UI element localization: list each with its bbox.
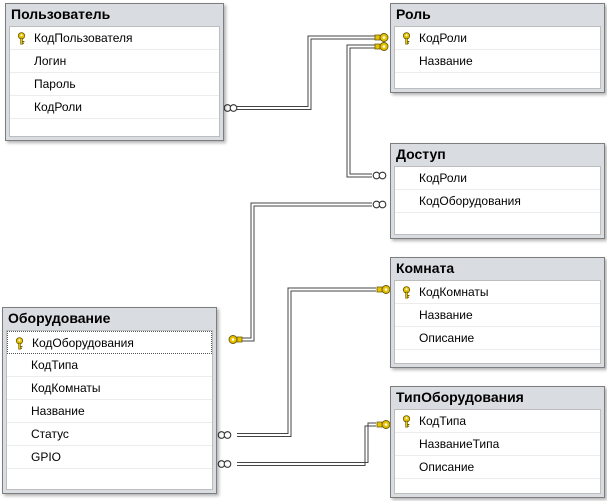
table-title[interactable]: Пользователь <box>11 6 111 22</box>
rel-role-access[interactable] <box>346 44 386 178</box>
key-end-icon <box>376 285 391 294</box>
table-title[interactable]: Роль <box>396 6 431 22</box>
column-row[interactable]: Статус <box>7 423 212 446</box>
column-name: Название <box>31 404 85 418</box>
column-row[interactable]: Название <box>395 304 600 327</box>
primary-key-icon <box>400 32 413 45</box>
infinity-end-icon <box>223 104 238 112</box>
column-name: КодКомнаты <box>31 381 101 395</box>
column-row[interactable]: Описание <box>395 456 600 479</box>
column-name: Название <box>419 54 473 68</box>
column-row[interactable]: КодПользователя <box>10 27 219 50</box>
column-name: КодТипа <box>419 414 467 428</box>
column-row[interactable]: Описание <box>395 327 600 350</box>
column-row[interactable]: КодКомнаты <box>7 377 212 400</box>
primary-key-icon <box>400 415 413 428</box>
column-name: Название <box>419 308 473 322</box>
key-end-icon <box>228 335 243 344</box>
infinity-end-icon <box>372 171 387 180</box>
key-end-icon <box>374 33 389 42</box>
column-row[interactable]: КодРоли <box>395 167 600 190</box>
infinity-end-icon <box>217 460 232 468</box>
column-row[interactable]: КодРоли <box>395 27 600 50</box>
infinity-end-icon <box>372 200 387 209</box>
table-title[interactable]: Комната <box>396 260 455 276</box>
column-row[interactable]: КодРоли <box>10 96 219 119</box>
key-end-icon <box>374 42 389 51</box>
column-name: КодРоли <box>419 31 467 45</box>
rel-equipment-access[interactable] <box>231 202 372 342</box>
column-name: Пароль <box>34 77 76 91</box>
column-row[interactable]: НазваниеТипа <box>395 433 600 456</box>
column-name: Описание <box>419 331 475 345</box>
rel-equiptype-equipment[interactable] <box>237 422 376 466</box>
column-row[interactable]: Логин <box>10 50 219 73</box>
column-name: GPIO <box>31 450 62 464</box>
column-row[interactable]: КодОборудования <box>7 331 212 354</box>
column-name: КодОборудования <box>32 336 134 350</box>
column-row[interactable]: Название <box>395 50 600 73</box>
column-name: Описание <box>419 460 475 474</box>
column-name: Логин <box>34 54 67 68</box>
column-name: НазваниеТипа <box>419 437 500 451</box>
column-row[interactable]: GPIO <box>7 446 212 469</box>
column-name: КодОборудования <box>419 194 521 208</box>
column-row[interactable]: КодТипа <box>7 354 212 377</box>
table-title[interactable]: Оборудование <box>8 310 111 326</box>
primary-key-icon <box>400 286 413 299</box>
column-row[interactable]: КодОборудования <box>395 190 600 213</box>
column-name: КодРоли <box>34 100 82 114</box>
column-row[interactable]: Пароль <box>10 73 219 96</box>
column-name: КодРоли <box>419 171 467 185</box>
key-end-icon <box>376 420 391 429</box>
column-name: КодТипа <box>31 358 79 372</box>
column-name: Статус <box>31 427 69 441</box>
rel-room-equipment[interactable] <box>237 287 376 437</box>
column-name: КодКомнаты <box>419 285 489 299</box>
column-row[interactable]: Название <box>7 400 212 423</box>
table-title[interactable]: ТипОборудования <box>396 389 524 405</box>
primary-key-icon <box>13 337 26 350</box>
table-title[interactable]: Доступ <box>396 146 446 162</box>
column-row[interactable]: КодТипа <box>395 410 600 433</box>
infinity-end-icon <box>217 431 232 439</box>
column-name: КодПользователя <box>34 31 133 45</box>
column-row[interactable]: КодКомнаты <box>395 281 600 304</box>
rel-role-user[interactable] <box>237 35 386 110</box>
primary-key-icon <box>15 32 28 45</box>
